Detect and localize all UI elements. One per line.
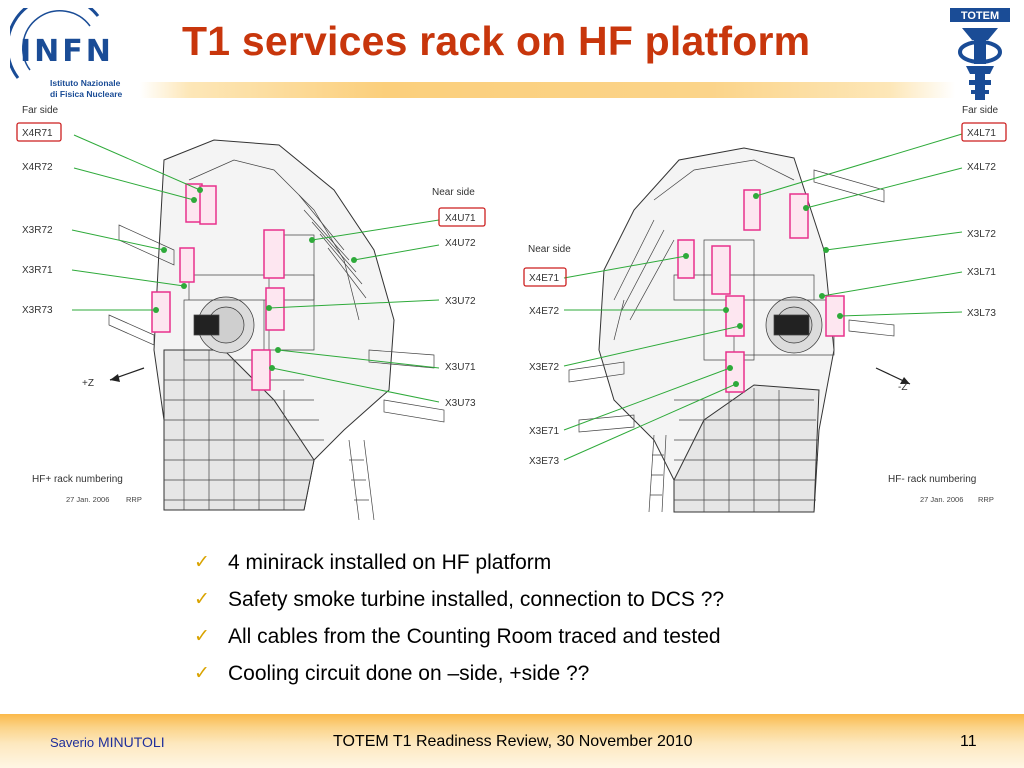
totem-logo: TOTEM: [948, 6, 1012, 104]
infn-arc-icon: [10, 8, 100, 79]
footer-author-last: MINUTOLI: [97, 734, 165, 750]
footer-author: Saverio MINUTOLI: [50, 734, 165, 750]
hf-minus-label-x3l71: X3L71: [967, 267, 996, 278]
rack-numbering-figure: Far side X4R71 X4R72 X3R72 X3R71 X3R73 N…: [14, 100, 1010, 520]
infn-logo-line2: di Fisica Nucleare: [50, 89, 123, 99]
status-bullet-list: ✓ 4 minirack installed on HF platform ✓ Sa…: [194, 544, 724, 692]
infn-logo-text: INFN: [20, 34, 114, 69]
hf-minus-date: 27 Jan. 2006: [920, 495, 963, 504]
rack-numbering-drawing: Far side X4R71 X4R72 X3R72 X3R71 X3R73 N…: [16, 105, 1007, 520]
hf-plus-label-x4u71: X4U71: [445, 213, 476, 224]
hf-plus-label-x3r72: X3R72: [22, 225, 53, 236]
checkmark-icon: ✓: [194, 662, 210, 684]
infn-logo: INFN Istituto Nazionale di Fisica Nuclea…: [10, 8, 142, 100]
page-number: 11: [960, 733, 977, 750]
hf-minus-label-x3l72: X3L72: [967, 229, 996, 240]
bullet-item: ✓ Cooling circuit done on –side, +side ??: [194, 655, 724, 692]
hf-minus-label-x3e73: X3E73: [529, 456, 559, 467]
bullet-item: ✓ 4 minirack installed on HF platform: [194, 544, 724, 581]
bullet-text: Safety smoke turbine installed, connecti…: [228, 588, 725, 611]
hf-minus-caption: HF- rack numbering: [888, 474, 976, 485]
bullet-item: ✓ All cables from the Counting Room trace…: [194, 618, 724, 655]
hf-minus-drawing: Far side X4L71 X4L72 X3L72 X3L71 X3L73 N…: [523, 105, 1007, 513]
hf-minus-label-x4l71: X4L71: [967, 128, 996, 139]
bullet-item: ✓ Safety smoke turbine installed, connect…: [194, 581, 724, 618]
hf-minus-far-side-label: Far side: [962, 105, 999, 116]
hf-plus-label-x3u71: X3U71: [445, 362, 476, 373]
infn-logo-line1: Istituto Nazionale: [50, 78, 121, 88]
hf-minus-near-side-label: Near side: [528, 244, 571, 255]
hf-plus-label-x4r71: X4R71: [22, 128, 53, 139]
hf-plus-caption: HF+ rack numbering: [32, 474, 123, 485]
hf-minus-label-x4e71: X4E71: [529, 273, 559, 284]
footer-event: TOTEM T1 Readiness Review, 30 November 2…: [333, 733, 693, 750]
hf-plus-far-side-label: Far side: [22, 105, 59, 116]
hf-minus-initials: RRP: [978, 495, 994, 504]
hf-plus-label-x4u72: X4U72: [445, 238, 476, 249]
hf-plus-initials: RRP: [126, 495, 142, 504]
hf-minus-label-x3e71: X3E71: [529, 426, 559, 437]
checkmark-icon: ✓: [194, 625, 210, 647]
hf-plus-label-x3u72: X3U72: [445, 296, 476, 307]
hf-plus-axis-label: +Z: [82, 378, 94, 389]
title-underline: [140, 82, 955, 98]
hf-plus-label-x4r72: X4R72: [22, 162, 53, 173]
page-title: T1 services rack on HF platform: [182, 18, 811, 64]
footer-author-first: Saverio: [50, 735, 95, 750]
hf-minus-label-x3l73: X3L73: [967, 308, 996, 319]
hf-plus-label-x3r71: X3R71: [22, 265, 53, 276]
hf-plus-label-x3r73: X3R73: [22, 305, 53, 316]
bullet-text: All cables from the Counting Room traced…: [228, 625, 721, 648]
footer-bar: [0, 714, 1024, 768]
hf-minus-label-x4e72: X4E72: [529, 306, 559, 317]
hf-minus-axis-label: -Z: [898, 382, 907, 393]
checkmark-icon: ✓: [194, 551, 210, 573]
checkmark-icon: ✓: [194, 588, 210, 610]
bullet-text: Cooling circuit done on –side, +side ??: [228, 662, 590, 685]
hf-plus-date: 27 Jan. 2006: [66, 495, 109, 504]
hf-plus-label-x3u73: X3U73: [445, 398, 476, 409]
hf-plus-near-side-label: Near side: [432, 187, 475, 198]
hf-minus-label-x4l72: X4L72: [967, 162, 996, 173]
totem-logo-text: TOTEM: [961, 10, 999, 22]
hf-minus-label-x3e72: X3E72: [529, 362, 559, 373]
hf-plus-drawing: Far side X4R71 X4R72 X3R72 X3R71 X3R73 N…: [16, 105, 486, 520]
bullet-text: 4 minirack installed on HF platform: [228, 551, 552, 574]
